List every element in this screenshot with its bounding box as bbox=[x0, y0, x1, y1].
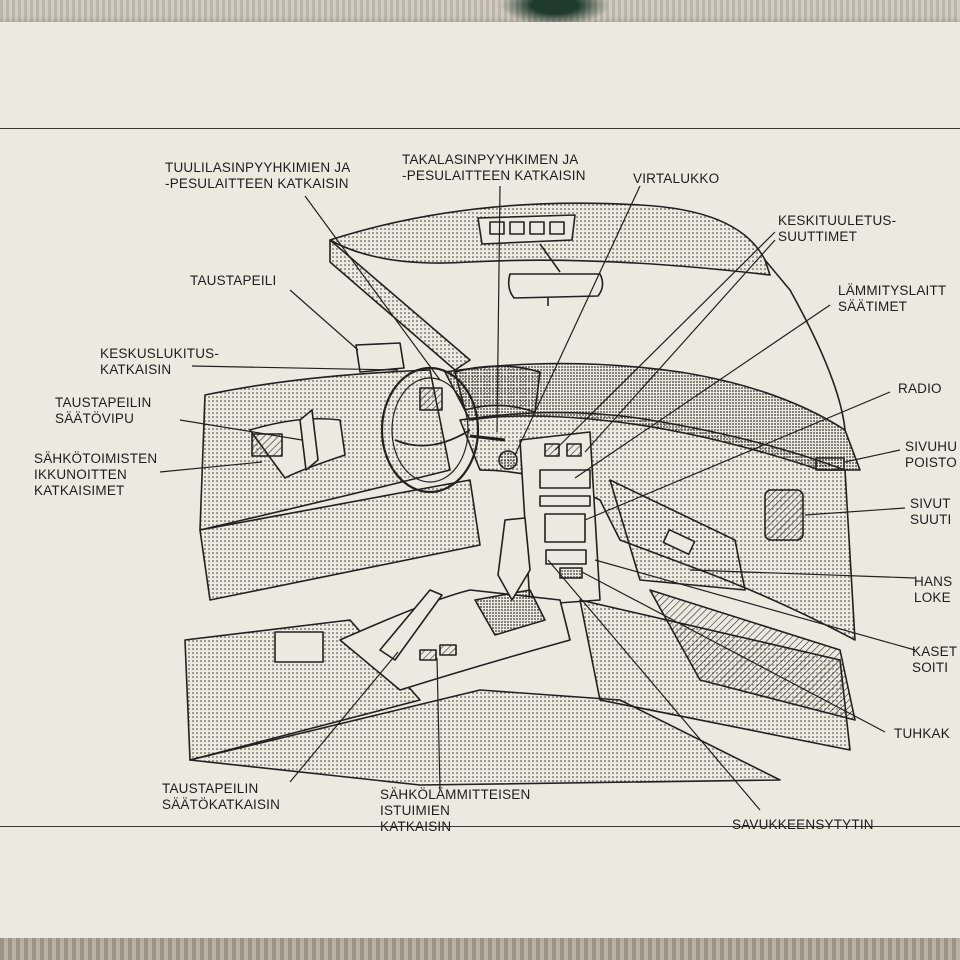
overhead-console bbox=[477, 214, 576, 245]
door-lower bbox=[199, 479, 481, 601]
label-ashtray: TUHKAK bbox=[894, 726, 950, 741]
handbrake bbox=[379, 589, 443, 661]
a-pillar-right bbox=[764, 259, 846, 431]
table-surface-top bbox=[0, 0, 960, 24]
rear-view-mirror bbox=[507, 273, 604, 299]
label-ignition: VIRTALUKKO bbox=[633, 171, 720, 186]
label-lighter: SAVUKKEENSYTYTIN bbox=[732, 817, 874, 832]
door-handle-lever bbox=[299, 409, 319, 471]
label-central-lock: KESKUSLUKITUS-KATKAISIN bbox=[100, 346, 220, 377]
label-wiper-switch: TUULILASINPYYHKIMIEN JA-PESULAITTEEN KAT… bbox=[165, 160, 351, 191]
table-surface-bottom bbox=[0, 938, 960, 960]
side-mirror bbox=[355, 342, 405, 373]
label-center-vents: KESKITUULETUS-SUUTTIMET bbox=[778, 213, 897, 244]
ignition-lock bbox=[498, 450, 518, 470]
label-rear-wiper-switch: TAKALASINPYYHKIMEN JA-PESULAITTEEN KATKA… bbox=[402, 152, 586, 183]
label-rear-mirror: TAUSTAPEILI bbox=[190, 273, 277, 288]
label-radio: RADIO bbox=[898, 381, 942, 396]
side-vent bbox=[764, 489, 804, 541]
bottom-rule-line bbox=[0, 826, 960, 827]
background-object bbox=[500, 0, 610, 26]
top-rule-line bbox=[0, 128, 960, 129]
